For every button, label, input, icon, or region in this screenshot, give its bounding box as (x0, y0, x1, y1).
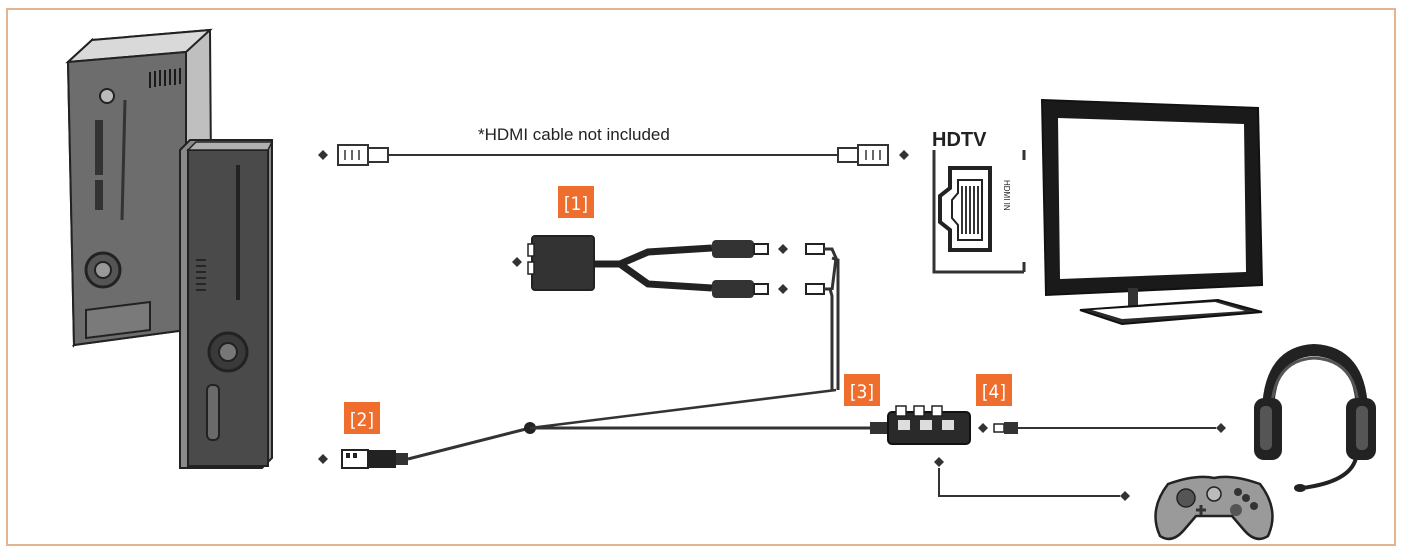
hdtv-icon (1040, 98, 1264, 326)
svg-text:[2]: [2] (350, 409, 374, 431)
connection-diamond (1120, 491, 1130, 501)
hdmi-port-panel: HDTV HDMI IN (932, 129, 1026, 274)
connection-diamond (318, 454, 328, 464)
badge-1: [1] (558, 186, 594, 218)
controller-icon (1154, 475, 1274, 541)
badge-2: [2] (344, 402, 380, 434)
hdmi-plug-right-icon (837, 144, 889, 166)
svg-text:[4]: [4] (982, 381, 1006, 403)
hdmi-cable-note: *HDMI cable not included (478, 125, 670, 144)
badge-4: [4] (976, 374, 1012, 406)
headset-cable (993, 422, 1226, 434)
badge-3: [3] (844, 374, 880, 406)
connection-diamond (318, 150, 328, 160)
headset-icon (1254, 343, 1376, 492)
audio-adapter-icon (512, 235, 840, 390)
connection-diamond (512, 257, 522, 267)
connection-diamond (778, 284, 788, 294)
connection-diamond (1216, 423, 1226, 433)
svg-text:[3]: [3] (850, 381, 874, 403)
svg-text:[1]: [1] (564, 193, 588, 215)
connection-diamond (934, 457, 944, 467)
usb-plug-icon (318, 449, 408, 469)
inline-amp-icon (870, 405, 988, 467)
hdmi-port-icon (938, 166, 992, 252)
controller-cable (938, 468, 1130, 501)
connection-diamond (778, 244, 788, 254)
hdmi-cable: *HDMI cable not included (318, 125, 909, 166)
connection-diamond (978, 423, 988, 433)
tv-label: HDTV (932, 129, 987, 151)
xbox-360-console-icon (65, 28, 274, 469)
connection-diamond (899, 150, 909, 160)
usb-audio-cable (407, 388, 870, 461)
hdmi-plug-left-icon (337, 144, 389, 166)
hdmi-port-label: HDMI IN (1002, 180, 1011, 211)
